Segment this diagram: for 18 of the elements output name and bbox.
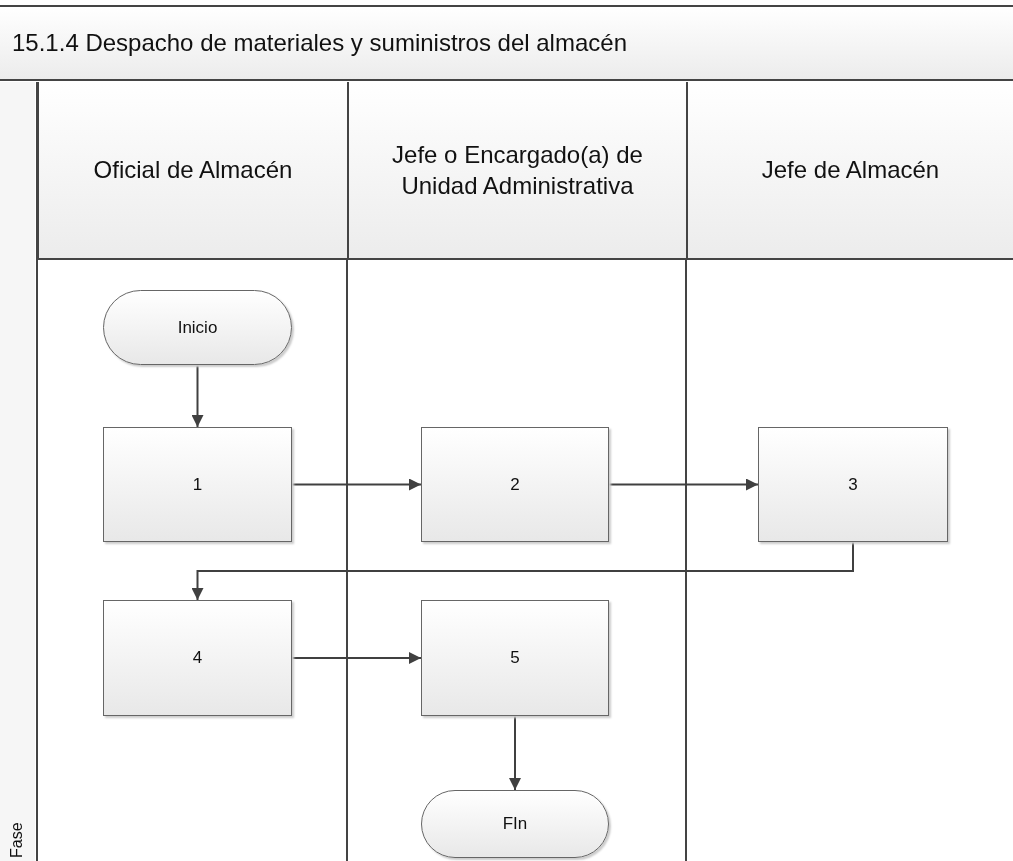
arrow	[191, 541, 854, 601]
start-terminator: Inicio	[103, 290, 292, 365]
process-box: 5	[421, 600, 609, 716]
diagram-title: 15.1.4 Despacho de materiales y suministros del almacén	[12, 29, 627, 57]
end-terminator: FIn	[421, 790, 609, 858]
lane-header: Oficial de Almacén	[37, 82, 347, 260]
process-box: 2	[421, 427, 609, 542]
process-box: 3	[758, 427, 948, 542]
lane-header: Jefe o Encargado(a) de Unidad Administrativa	[347, 82, 686, 260]
arrow	[291, 478, 422, 491]
process-box: 1	[103, 427, 292, 542]
arrow	[608, 478, 759, 491]
phase-label: Fase	[8, 822, 26, 858]
lane-header: Jefe de Almacén	[686, 82, 1013, 260]
arrow	[191, 364, 204, 428]
arrow	[291, 652, 422, 664]
arrow	[509, 715, 521, 791]
process-box: 4	[103, 600, 292, 716]
